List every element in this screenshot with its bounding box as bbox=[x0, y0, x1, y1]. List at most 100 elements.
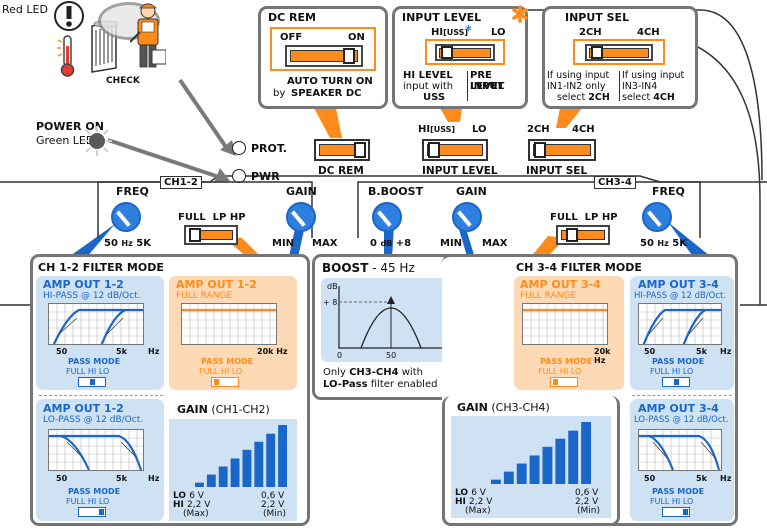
gain12-title: GAIN (CH1-CH2) bbox=[177, 403, 270, 416]
red-led-label: Red LED bbox=[2, 3, 48, 16]
bboost-knob[interactable] bbox=[372, 202, 402, 232]
filter34-lp-switch[interactable] bbox=[662, 507, 690, 517]
input-sel-4ch: 4CH bbox=[637, 27, 660, 38]
bboost-scale: 0 dB +8 bbox=[370, 238, 412, 249]
ch12-filter-switch[interactable] bbox=[184, 225, 238, 245]
ch34-gain-knob[interactable] bbox=[452, 202, 482, 232]
filter12-hp-switch[interactable] bbox=[78, 377, 106, 387]
input-level-knob[interactable] bbox=[441, 46, 453, 59]
filter34-full-sub: FULL RANGE bbox=[520, 291, 577, 301]
input-level-front-lo: LO bbox=[472, 124, 487, 135]
filter12-full-pm: PASS MODE bbox=[201, 357, 254, 366]
pwr-label: PWR bbox=[251, 170, 280, 183]
gain34-max: (Max) bbox=[465, 506, 491, 516]
filter12-full-switch[interactable] bbox=[211, 377, 239, 387]
dc-rem-front-label: DC REM bbox=[318, 165, 364, 177]
filter34-card-full: AMP OUT 3-4 FULL RANGE 20k Hz PASS MODE … bbox=[514, 276, 624, 390]
ch12-tag: CH1-2 bbox=[160, 176, 202, 189]
dc-rem-front-switch[interactable] bbox=[314, 139, 370, 161]
thermometer-icon bbox=[57, 35, 75, 77]
input-level-front-slot bbox=[427, 144, 483, 156]
ch12-freq-scale: 50 Hz 5K bbox=[104, 238, 151, 249]
dc-rem-desc-by: by bbox=[273, 88, 286, 99]
filter12-lp-title: AMP OUT 1-2 bbox=[43, 402, 124, 415]
filter12-lp-switch[interactable] bbox=[78, 507, 106, 517]
filter34-lp-x3: Hz bbox=[720, 474, 732, 483]
filter34-full-graph bbox=[522, 303, 608, 345]
filter34-card-lp: AMP OUT 3-4 LO-PASS @ 12 dB/Oct. 50 5k H… bbox=[630, 399, 734, 521]
input-level-switch[interactable] bbox=[435, 44, 495, 61]
ch12-gain-pointer bbox=[291, 210, 306, 227]
ch34-freq-label: FREQ bbox=[652, 185, 685, 198]
input-level-front-knob[interactable] bbox=[428, 142, 440, 158]
gain12-bar-3 bbox=[218, 466, 228, 487]
filter12-full-title: AMP OUT 1-2 bbox=[176, 278, 257, 291]
input-sel-2ch: 2CH bbox=[579, 27, 602, 38]
filter34-hp-title: AMP OUT 3-4 bbox=[638, 278, 719, 291]
dc-rem-switch[interactable] bbox=[285, 45, 363, 67]
input-sel-front-switch[interactable] bbox=[528, 139, 596, 161]
filter12-separator bbox=[39, 395, 163, 396]
boost-note-2: LO-Pass filter enabled bbox=[323, 379, 438, 390]
input-level-lo: LO bbox=[491, 27, 506, 38]
filter12-hp-x2: 5k bbox=[116, 347, 127, 356]
input-level-col2-2: LEVEL bbox=[470, 81, 505, 92]
gain34-title: GAIN (CH3-CH4) bbox=[457, 401, 550, 414]
asterisk-icon: * bbox=[465, 24, 472, 39]
input-sel-col1-3: select 2CH bbox=[557, 92, 610, 103]
ch12-gain-knob[interactable] bbox=[286, 202, 316, 232]
dc-rem-off-label: OFF bbox=[280, 32, 303, 43]
input-sel-panel: INPUT SEL 2CH 4CH If using input IN1-IN2… bbox=[542, 6, 698, 109]
ch12-freq-knob[interactable] bbox=[111, 202, 141, 232]
ch12-gain-min: MIN bbox=[272, 238, 295, 249]
input-sel-front-knob[interactable] bbox=[534, 142, 546, 158]
dc-rem-front-knob[interactable] bbox=[354, 142, 366, 158]
boost-y-tick: + 8 bbox=[323, 298, 338, 307]
filter34-title: CH 3-4 FILTER MODE bbox=[516, 261, 642, 274]
filter34-hp-x1: 50 bbox=[644, 347, 656, 356]
boost-y-unit: dB bbox=[327, 282, 338, 291]
dc-rem-knob[interactable] bbox=[343, 48, 355, 64]
ch12-filter-knob[interactable] bbox=[189, 228, 201, 242]
filter12-hp-x3: Hz bbox=[148, 347, 160, 356]
filter34-hp-switch[interactable] bbox=[662, 377, 690, 387]
filter12-lp-pm: PASS MODE bbox=[68, 487, 121, 496]
filter34-lp-x1: 50 bbox=[644, 474, 656, 483]
input-sel-switch[interactable] bbox=[585, 44, 653, 61]
ch34-freq-knob[interactable] bbox=[642, 202, 672, 232]
input-level-slot bbox=[439, 48, 491, 58]
led-glow-icon bbox=[82, 126, 112, 156]
gain12-max: (Max) bbox=[183, 509, 209, 519]
input-level-col1-1: HI LEVEL bbox=[403, 70, 453, 81]
filter34-lp-title: AMP OUT 3-4 bbox=[638, 402, 719, 415]
ch34-filter-switch[interactable] bbox=[556, 225, 610, 245]
filter12-lp-graph bbox=[48, 429, 144, 471]
filter12-hp-opts: FULL HI LO bbox=[66, 367, 110, 376]
input-level-front-switch[interactable] bbox=[422, 139, 488, 161]
ch34-gain-min: MIN bbox=[440, 238, 463, 249]
ch34-filter-knob[interactable] bbox=[566, 228, 578, 242]
filter12-card-hp: AMP OUT 1-2 HI-PASS @ 12 dB/Oct. 50 5k H… bbox=[36, 276, 164, 390]
boost-x-0: 0 bbox=[337, 351, 343, 360]
filter12-hp-graph bbox=[48, 303, 144, 345]
input-sel-col2-1: If using input bbox=[622, 70, 685, 81]
filter12-full-switch-knob bbox=[214, 379, 219, 385]
input-sel-slot bbox=[589, 48, 649, 58]
ch34-filter-labels: FULL LP HP bbox=[550, 212, 618, 223]
input-level-front-label: INPUT LEVEL bbox=[422, 165, 498, 177]
filter34-lp-sub: LO-PASS @ 12 dB/Oct. bbox=[634, 415, 729, 425]
filter12-hp-sub: HI-PASS @ 12 dB/Oct. bbox=[43, 291, 141, 301]
ch12-gain-max: MAX bbox=[312, 238, 338, 249]
filter34-full-switch[interactable] bbox=[550, 377, 578, 387]
filter34-full-opts: FULL HI LO bbox=[538, 367, 582, 376]
ch34-gain-label: GAIN bbox=[456, 185, 487, 198]
gain34-bar-3 bbox=[516, 463, 527, 484]
ch34-gain-max: MAX bbox=[482, 238, 508, 249]
gain34-bar-1 bbox=[491, 479, 501, 484]
bboost-pointer bbox=[377, 210, 392, 227]
gain12-bar-8 bbox=[278, 425, 287, 487]
filter34-hp-pm: PASS MODE bbox=[652, 357, 705, 366]
prot-label: PROT. bbox=[251, 142, 287, 155]
input-sel-knob[interactable] bbox=[591, 46, 603, 59]
gain34-hi: HI 2,2 V bbox=[455, 497, 493, 507]
